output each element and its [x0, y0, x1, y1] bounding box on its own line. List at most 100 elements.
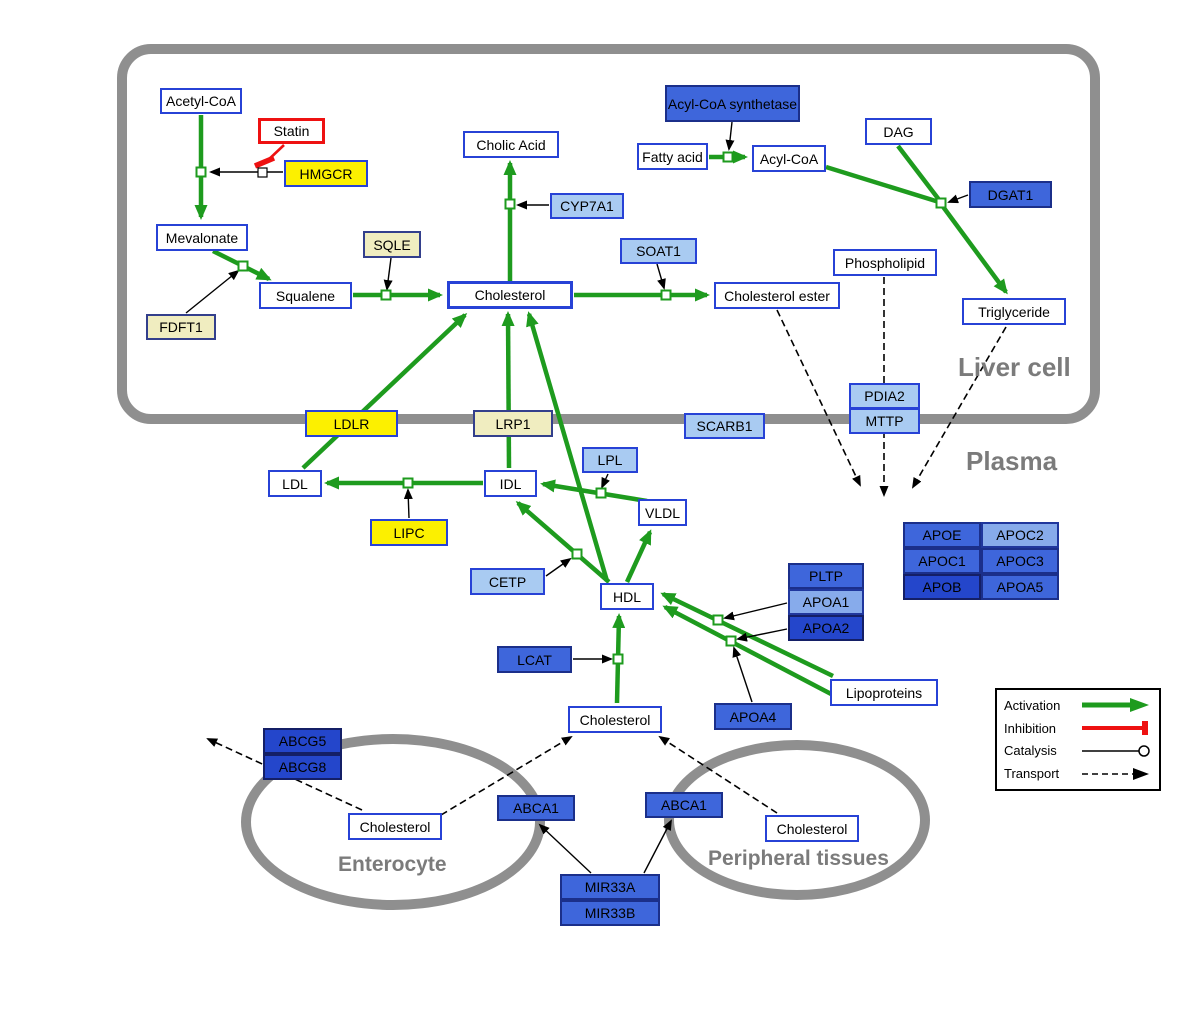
edge-lipoproteins-to-hdl-lower	[662, 605, 835, 697]
reaction-node-fdft1	[237, 260, 249, 272]
node-apoa2[interactable]: APOA2	[788, 615, 864, 641]
node-cholesterol-liver[interactable]: Cholesterol	[447, 281, 573, 309]
reaction-node-acylcoa-synthetase	[722, 151, 734, 163]
node-apoc2[interactable]: APOC2	[981, 522, 1059, 548]
edge-enterocyte-to-plasma-cholesterol	[440, 735, 573, 816]
edge-hdl-to-vldl	[624, 529, 653, 583]
edge-triglyceride-transport	[911, 326, 1007, 489]
node-lcat[interactable]: LCAT	[497, 646, 572, 673]
edge-lipoproteins-to-hdl-upper	[660, 591, 834, 679]
reaction-node-cyp7a1	[504, 198, 516, 210]
node-acetyl-coa[interactable]: Acetyl-CoA	[160, 88, 242, 114]
node-lpl[interactable]: LPL	[582, 447, 638, 473]
node-dag[interactable]: DAG	[865, 118, 932, 145]
node-triglyceride[interactable]: Triglyceride	[962, 298, 1066, 325]
plasma-label: Plasma	[966, 446, 1058, 476]
node-cholic-acid[interactable]: Cholic Acid	[463, 131, 559, 158]
node-abcg5[interactable]: ABCG5	[263, 728, 342, 754]
node-apoe[interactable]: APOE	[903, 522, 981, 548]
edge-sqle-catalysis	[383, 257, 393, 291]
node-apob[interactable]: APOB	[903, 574, 981, 600]
node-acyl-coa2[interactable]: Acyl-CoA	[752, 145, 826, 172]
edge-statin-inhibits-hmgcr	[253, 144, 285, 169]
node-cetp[interactable]: CETP	[470, 568, 545, 595]
node-apoa5[interactable]: APOA5	[981, 574, 1059, 600]
node-pltp[interactable]: PLTP	[788, 563, 864, 589]
node-abca1-enterocyte[interactable]: ABCA1	[497, 795, 575, 821]
edge-apoa4-catalysis	[732, 646, 753, 703]
node-soat1[interactable]: SOAT1	[620, 238, 697, 264]
edge-enterocyte-cholesterol-efflux-abcg	[206, 738, 363, 811]
legend-catalysis-label: Catalysis	[1004, 743, 1057, 759]
node-mttp[interactable]: MTTP	[849, 408, 920, 434]
legend-transport: Transport	[1004, 766, 1152, 782]
reaction-node-hmgcr	[195, 166, 207, 178]
edge-hdl-to-cholesterol-liver	[526, 311, 610, 582]
node-acyl-coa-synthetase[interactable]: Acyl-CoA synthetase	[665, 85, 800, 122]
node-apoc3[interactable]: APOC3	[981, 548, 1059, 574]
edge-soat1-catalysis	[656, 263, 666, 290]
node-phospholipid[interactable]: Phospholipid	[833, 249, 937, 276]
reaction-node-sqle	[380, 289, 392, 301]
node-mir33b[interactable]: MIR33B	[560, 900, 660, 926]
node-apoa1[interactable]: APOA1	[788, 589, 864, 615]
node-dgat1[interactable]: DGAT1	[969, 181, 1052, 208]
reaction-node-lipc	[402, 477, 414, 489]
edge-ldl-to-cholesterol-via-ldlr	[301, 312, 468, 470]
edge-peripheral-to-plasma-cholesterol	[658, 735, 778, 814]
node-ldlr[interactable]: LDLR	[305, 410, 398, 437]
reaction-node-apoa2	[725, 635, 737, 647]
edge-cetp-catalysis	[545, 557, 572, 577]
node-cholesterol-peripheral[interactable]: Cholesterol	[765, 815, 859, 842]
node-cyp7a1[interactable]: CYP7A1	[550, 193, 624, 219]
node-hdl[interactable]: HDL	[600, 583, 654, 610]
node-cholesterol-ester[interactable]: Cholesterol ester	[714, 282, 840, 309]
node-fatty-acid[interactable]: Fatty acid	[637, 143, 708, 170]
node-cholesterol-enterocyte[interactable]: Cholesterol	[348, 813, 442, 840]
node-scarb1[interactable]: SCARB1	[684, 413, 765, 439]
enterocyte-compartment	[241, 734, 545, 910]
edge-apoa2-catalysis	[736, 628, 788, 642]
edge-lipc-catalysis	[403, 488, 413, 519]
legend: Activation Inhibition Catalysis Transpor…	[995, 688, 1161, 791]
node-statin[interactable]: Statin	[258, 118, 325, 144]
reaction-node-lcat	[612, 653, 624, 665]
node-lipoproteins[interactable]: Lipoproteins	[830, 679, 938, 706]
node-sqle[interactable]: SQLE	[363, 231, 421, 258]
transport-dashed-arrow-icon	[1082, 767, 1149, 780]
edge-acylcoa-to-dgat-node	[825, 164, 940, 205]
node-mir33a[interactable]: MIR33A	[560, 874, 660, 900]
node-squalene[interactable]: Squalene	[259, 282, 352, 309]
node-apoa4[interactable]: APOA4	[714, 703, 792, 730]
legend-inhibition: Inhibition	[1004, 720, 1152, 736]
node-lrp1[interactable]: LRP1	[473, 410, 553, 437]
reaction-node-apoa1	[712, 614, 724, 626]
node-mevalonate[interactable]: Mevalonate	[156, 224, 248, 251]
node-hmgcr[interactable]: HMGCR	[284, 160, 368, 187]
node-apoc1[interactable]: APOC1	[903, 548, 981, 574]
inhibition-bar-icon	[1082, 721, 1148, 736]
node-idl[interactable]: IDL	[484, 470, 537, 497]
legend-inhibition-label: Inhibition	[1004, 720, 1057, 736]
node-fdft1[interactable]: FDFT1	[146, 314, 216, 340]
reaction-node-dgat1	[935, 197, 947, 209]
edge-dgat1-catalysis	[947, 194, 969, 204]
legend-catalysis: Catalysis	[1004, 743, 1152, 759]
node-lipc[interactable]: LIPC	[370, 519, 448, 546]
edge-mir33-to-abca1-peripheral	[643, 819, 672, 874]
node-abcg8[interactable]: ABCG8	[263, 754, 342, 780]
reaction-node-lpl	[595, 487, 607, 499]
legend-transport-label: Transport	[1004, 766, 1060, 782]
peripheral-tissues-label: Peripheral tissues	[708, 847, 889, 870]
node-abca1-peripheral[interactable]: ABCA1	[645, 792, 723, 818]
edge-dag-to-dgat-node	[896, 144, 942, 203]
edge-fdft1-catalysis	[185, 269, 240, 314]
node-pdia2[interactable]: PDIA2	[849, 383, 920, 409]
catalysis-node-hmgcr	[257, 167, 268, 178]
node-cholesterol-plasma[interactable]: Cholesterol	[568, 706, 662, 733]
edge-acylcoa-synthetase-catalysis	[725, 121, 735, 151]
node-vldl[interactable]: VLDL	[638, 499, 687, 526]
node-ldl[interactable]: LDL	[268, 470, 322, 497]
